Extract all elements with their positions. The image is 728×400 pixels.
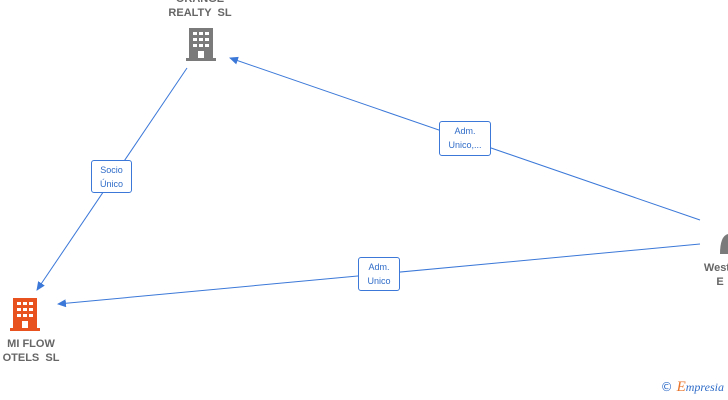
node-label-western[interactable]: Weste E: [703, 262, 728, 288]
node-label-orange-realty[interactable]: ORANGE REALTY SL: [168, 0, 232, 19]
edge-label-adm-unico-ellipsis[interactable]: Adm. Unico,...: [439, 121, 491, 156]
node-label-mi-flow[interactable]: MI FLOW OTELS SL: [2, 338, 60, 364]
edge-label-socio-unico[interactable]: Socio Único: [91, 160, 132, 193]
person-icon[interactable]: [720, 234, 728, 254]
brand-initial: E: [676, 379, 686, 395]
copyright-symbol: ©: [660, 380, 673, 394]
empresia-logo: ©Empresia: [661, 379, 724, 396]
brand-name: mpresia: [685, 380, 724, 394]
edge-label-adm-unico[interactable]: Adm. Unico: [358, 257, 400, 291]
building-icon[interactable]: [186, 28, 216, 61]
building-icon[interactable]: [10, 298, 40, 331]
